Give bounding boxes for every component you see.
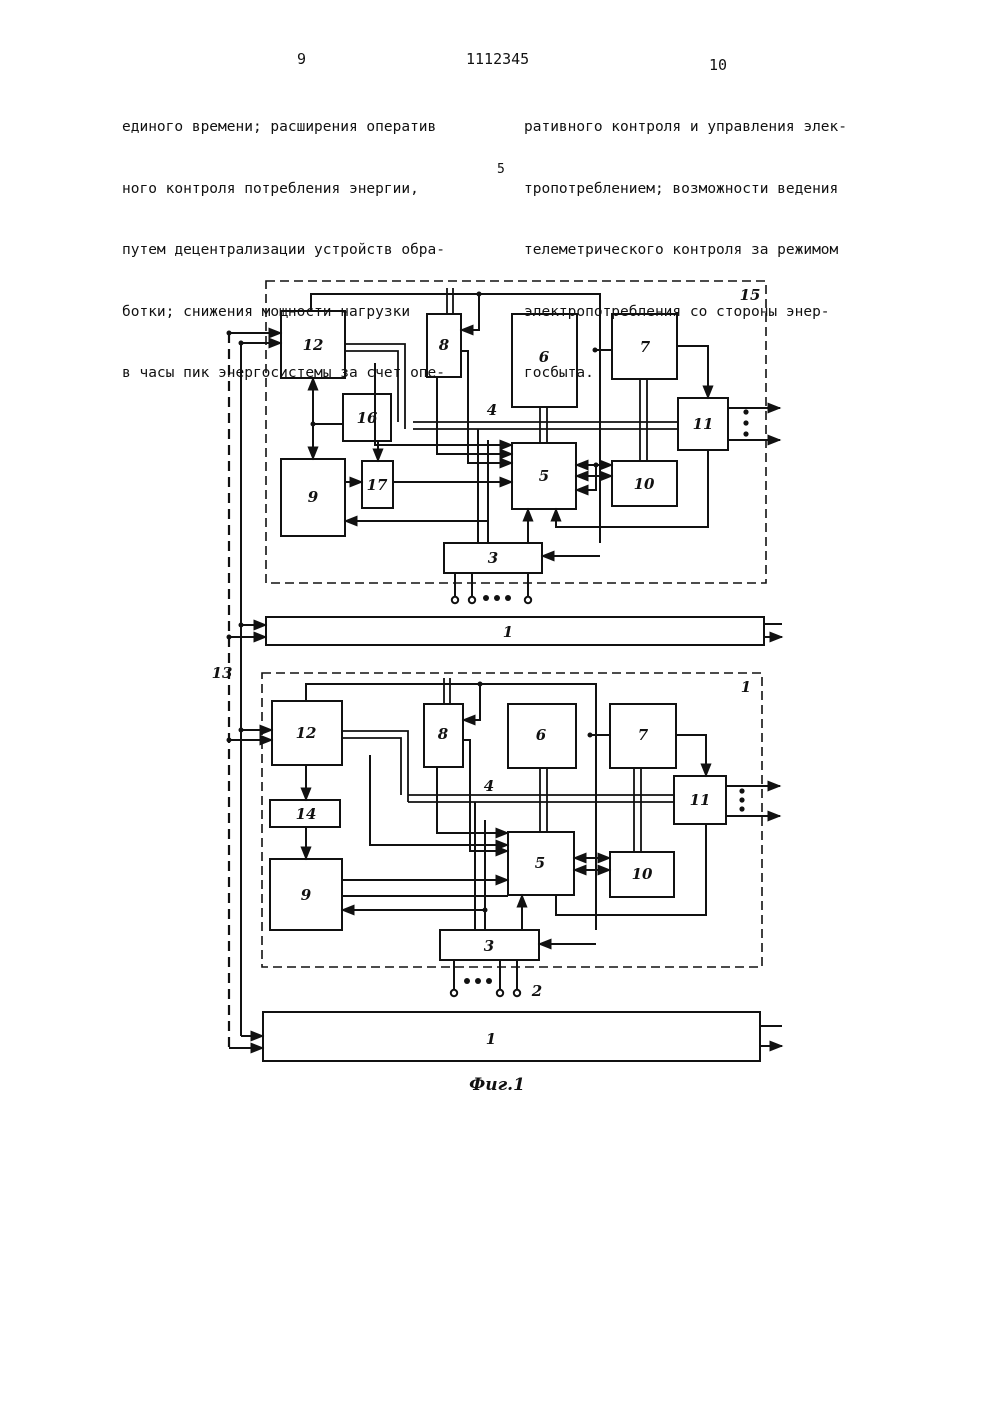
- label-block: 6: [536, 726, 547, 744]
- label-block: 10: [632, 865, 653, 883]
- label-block: 5: [535, 854, 545, 872]
- label-block: 12: [296, 724, 317, 742]
- label-block: 11: [693, 415, 714, 433]
- bar-1-middle: [266, 617, 764, 645]
- label-block: 7: [640, 338, 651, 356]
- label-block: 5: [539, 467, 549, 485]
- label-block: 17: [367, 476, 388, 494]
- label-block: 14: [296, 805, 317, 823]
- label-frame-top: 15: [740, 286, 761, 304]
- label-frame-bottom: 1: [741, 678, 751, 696]
- unit-frame-bottom: [262, 673, 762, 967]
- label-block: 9: [308, 488, 319, 506]
- label-line-13: 13: [212, 664, 233, 682]
- label-block: 16: [357, 409, 378, 427]
- figure-caption: Фиг.1: [469, 1075, 525, 1095]
- unit-frame-top: [266, 281, 766, 583]
- label-block: 3: [488, 549, 498, 567]
- bar-1-bottom: [263, 1012, 760, 1061]
- label-block: 8: [439, 336, 450, 354]
- label-block: 12: [303, 336, 324, 354]
- label-block: 9: [301, 886, 312, 904]
- label-bar-middle: 1: [503, 623, 513, 641]
- label-block: 8: [438, 725, 449, 743]
- label-block: 7: [638, 726, 649, 744]
- label-bar-bottom: 1: [486, 1030, 496, 1048]
- label-bus: 4: [484, 777, 494, 795]
- label-block: 11: [690, 791, 711, 809]
- label-input: 2: [531, 982, 542, 1000]
- label-block: 3: [484, 937, 494, 955]
- label-block: 10: [634, 475, 655, 493]
- label-bus: 4: [487, 401, 497, 419]
- label-block: 6: [539, 348, 550, 366]
